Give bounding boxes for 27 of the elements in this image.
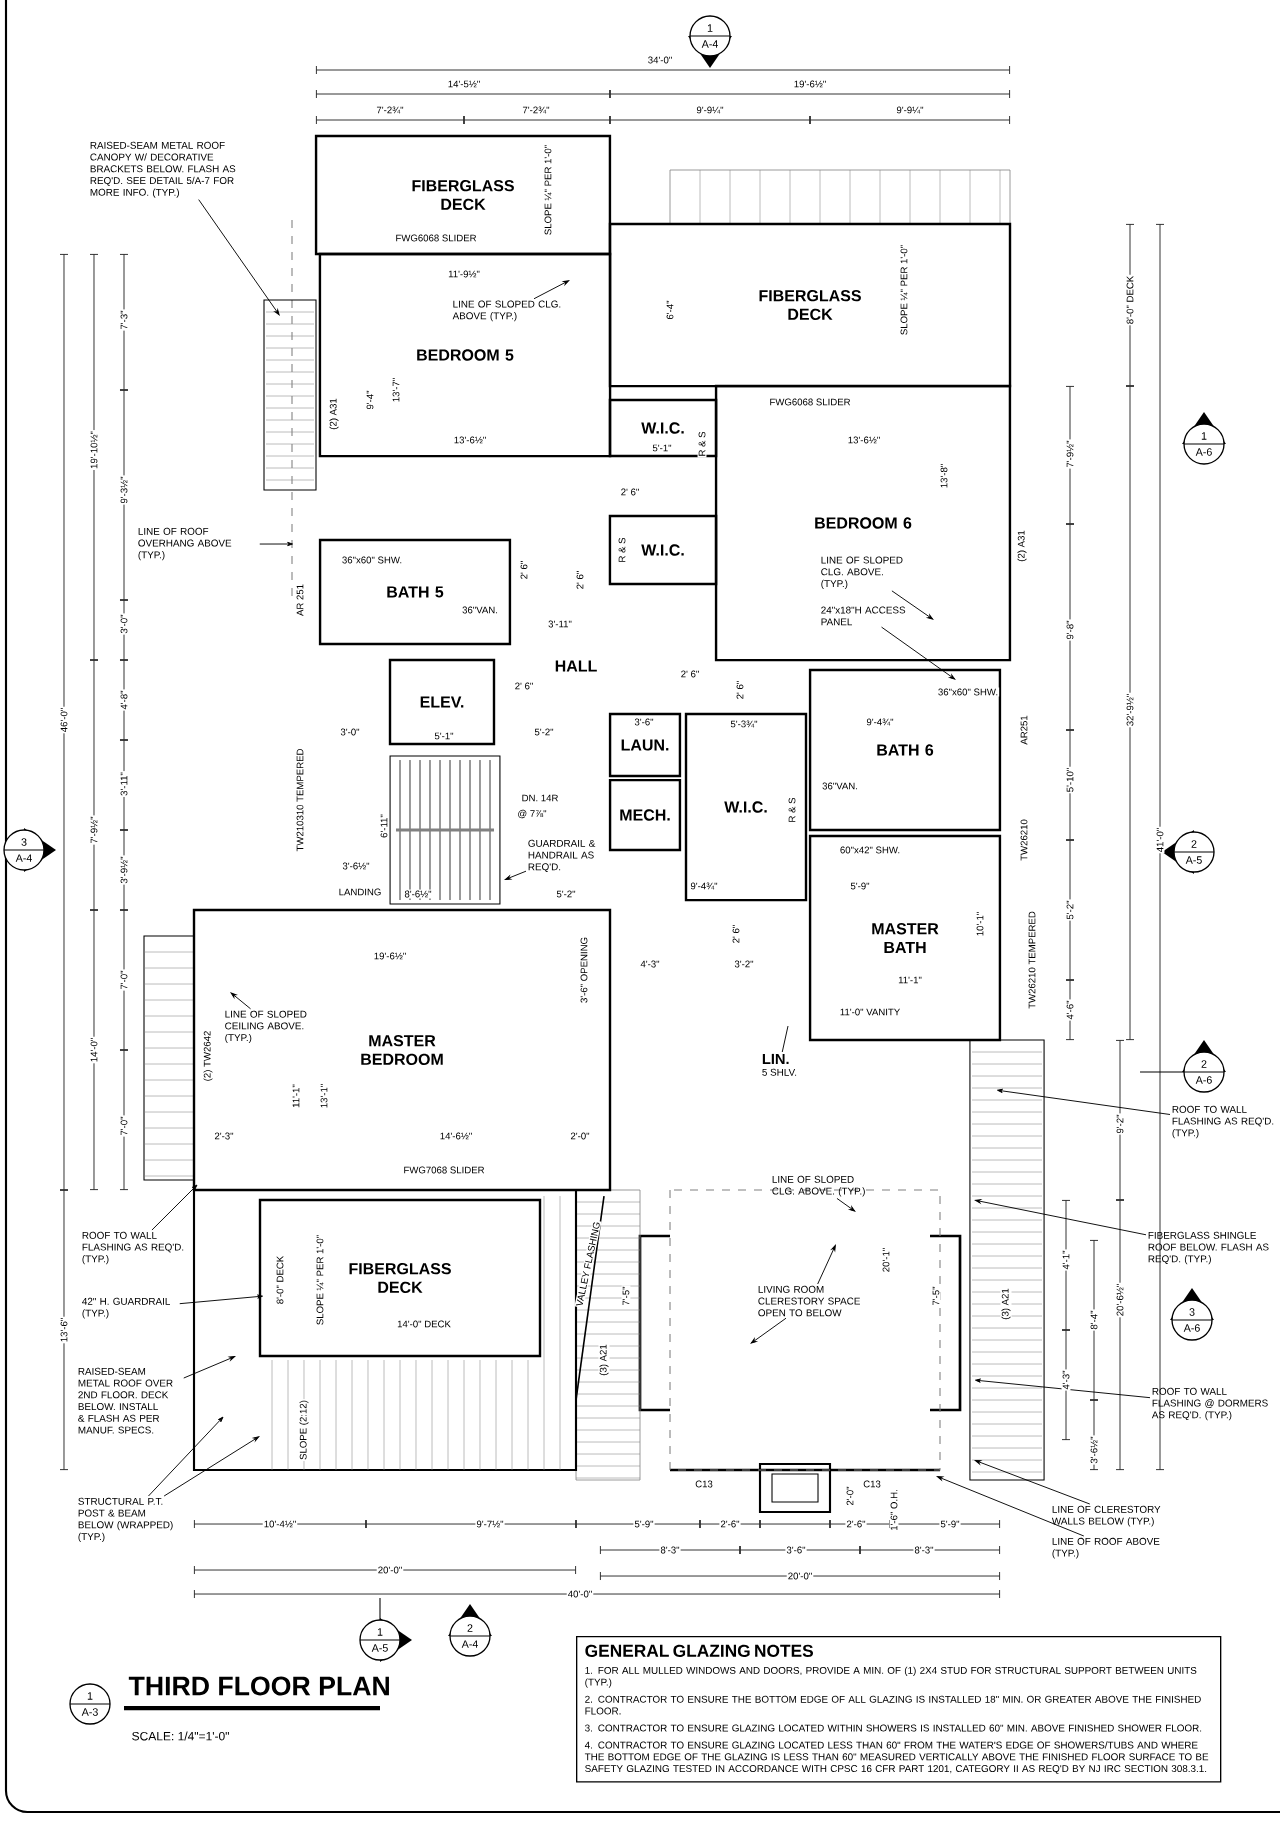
- leader-line: [975, 1378, 1151, 1399]
- leader-line: [836, 1197, 856, 1212]
- leader-line: [975, 1199, 1147, 1236]
- leader-line: [891, 590, 934, 620]
- leader-line: [750, 1317, 787, 1344]
- plan-title: THIRD FLOOR PLAN: [128, 1676, 389, 1696]
- leader-line: [997, 1088, 1171, 1115]
- leader-line: [974, 1460, 1091, 1505]
- leader-line: [781, 1025, 789, 1053]
- leader-line: [533, 280, 570, 300]
- room-label: HALL: [553, 659, 599, 673]
- leader-line: [817, 1244, 836, 1285]
- room-outline: MECH.: [608, 778, 682, 852]
- leader-line: [183, 1356, 236, 1379]
- leader-line: [163, 1436, 260, 1497]
- shingle-roof-drawing: [969, 1039, 1045, 1481]
- leader-line: [179, 1294, 263, 1305]
- leader-line: [198, 199, 280, 316]
- stair-drawing: [389, 755, 501, 905]
- leader-line: [230, 992, 252, 1010]
- leader-line: [504, 870, 527, 880]
- canopy-drawing: [263, 299, 317, 491]
- leader-line: [936, 1476, 1085, 1537]
- leader-line: [881, 626, 956, 680]
- leader-line: [148, 1416, 224, 1497]
- leader-line: [259, 541, 293, 547]
- leader-line: [151, 1184, 198, 1231]
